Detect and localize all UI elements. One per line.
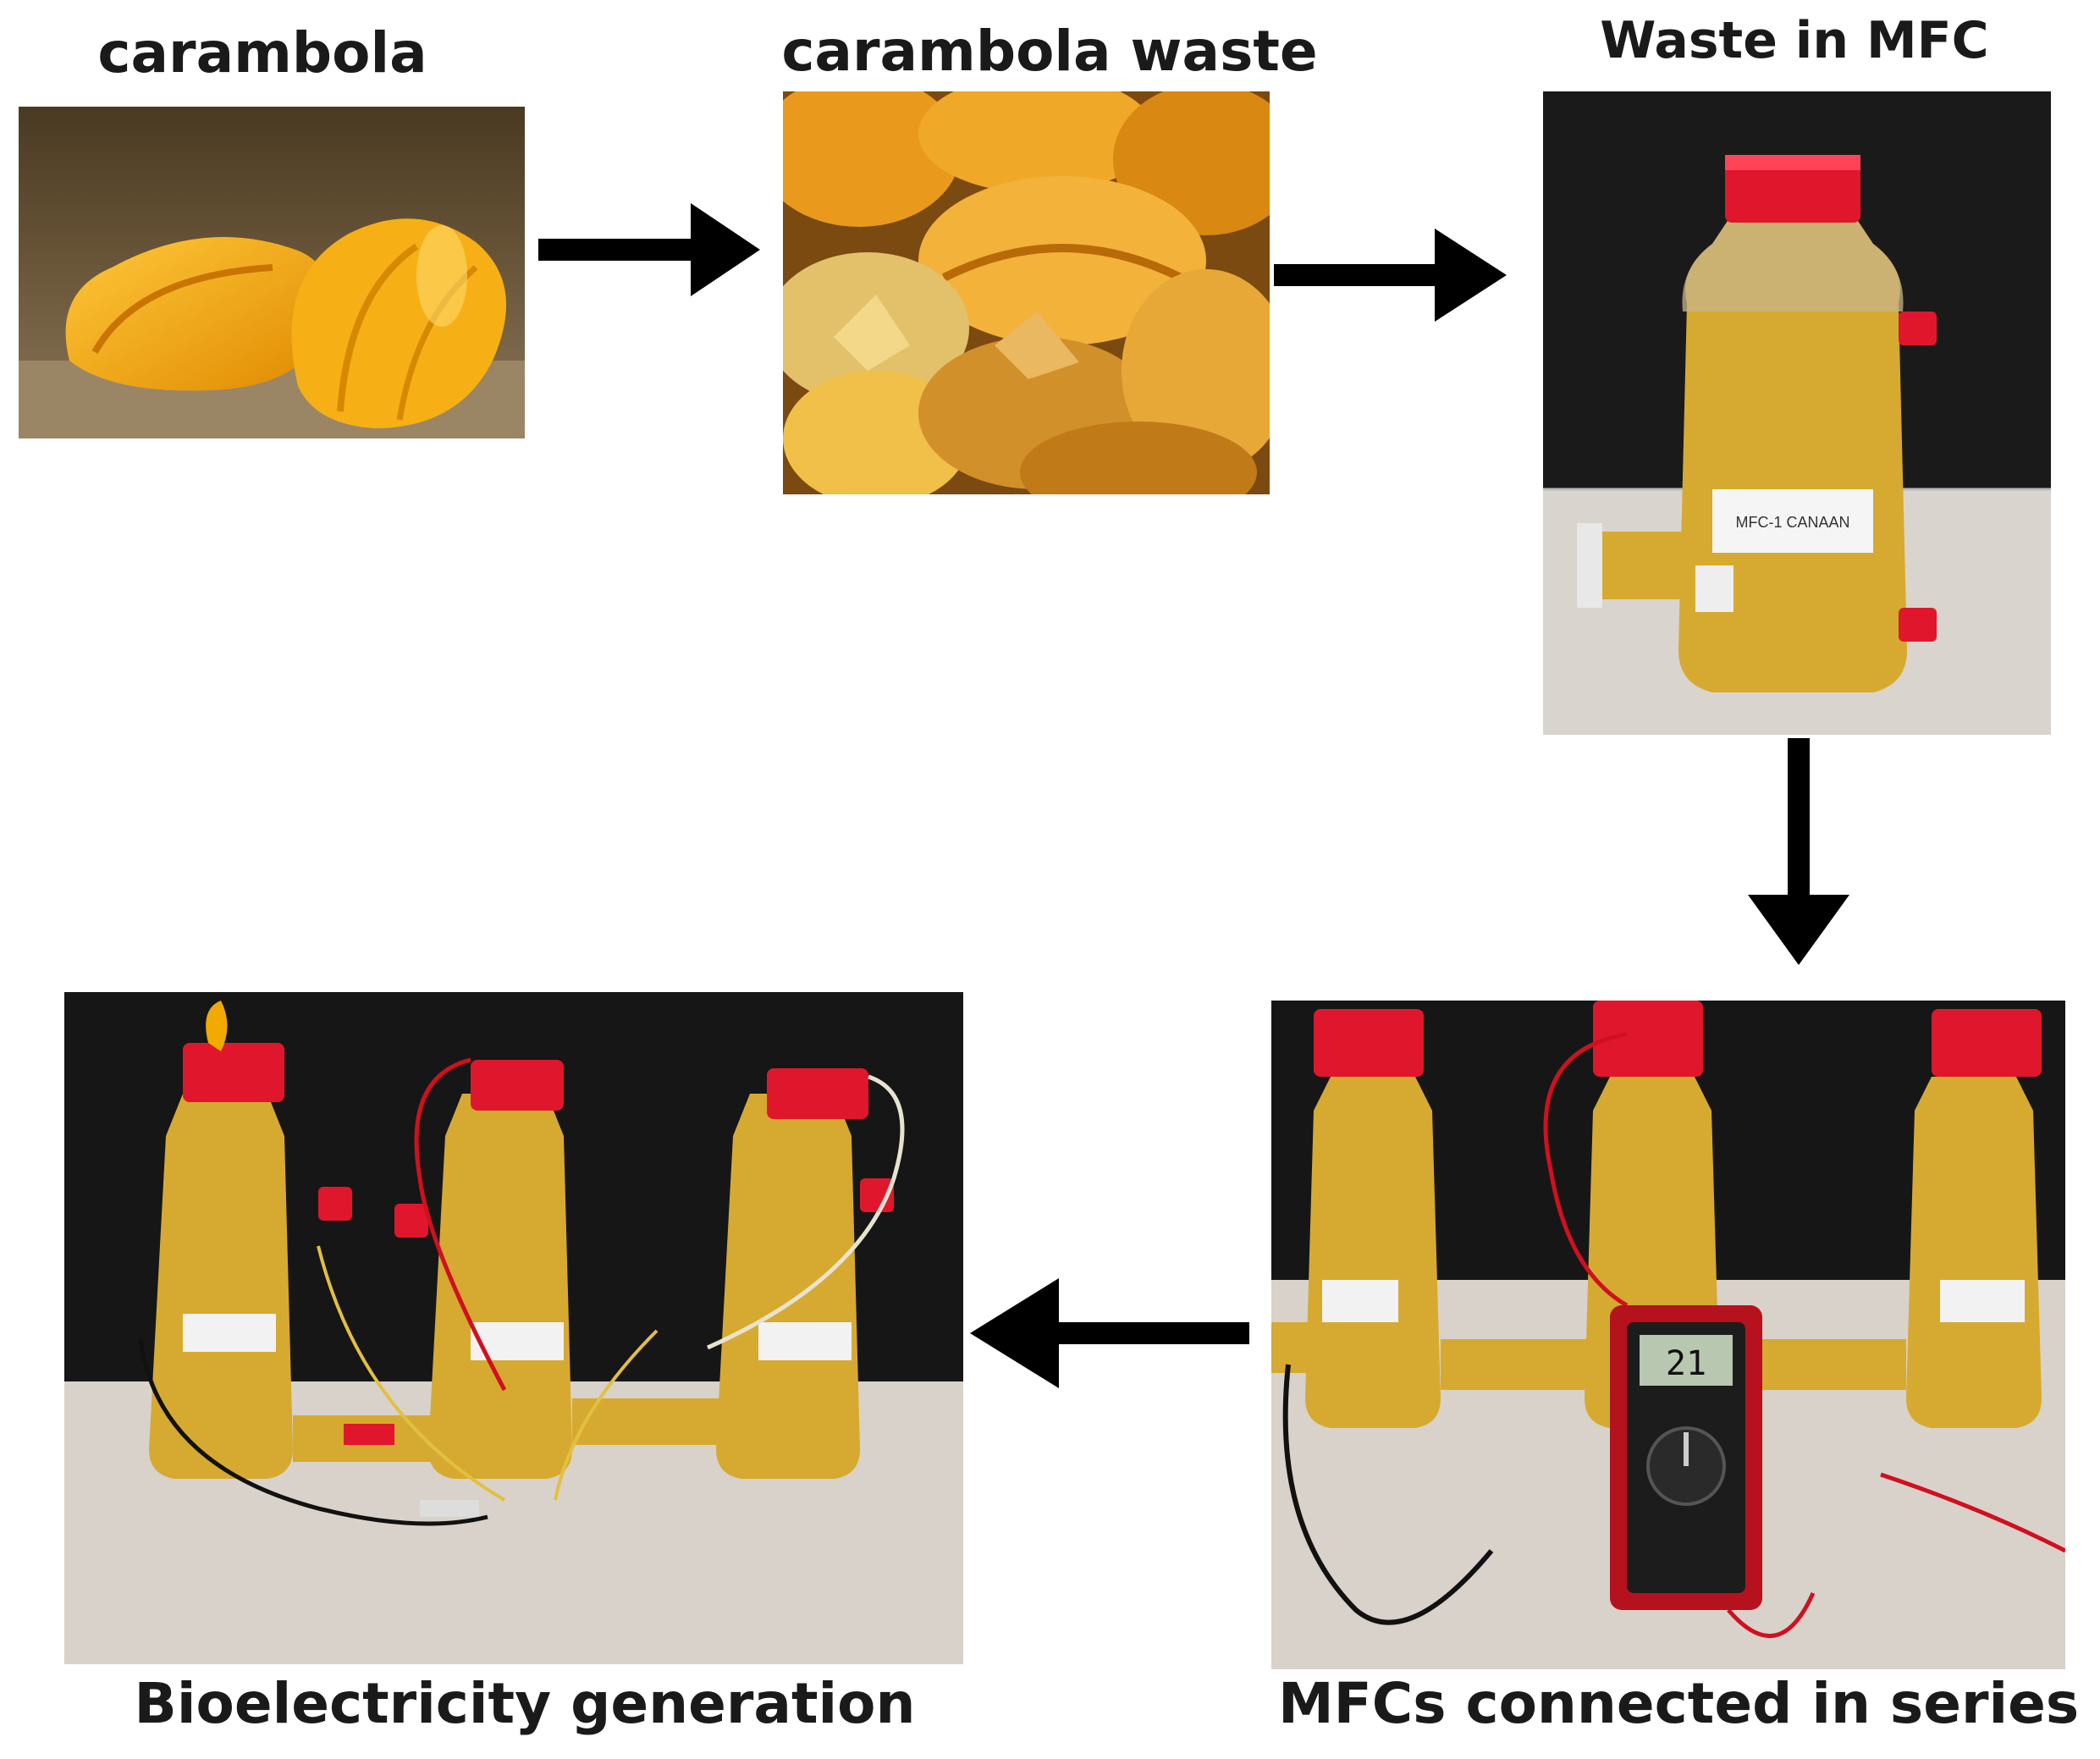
mfcs-series-label: MFCs connected in series xyxy=(1278,1671,2080,1736)
carambola-waste-photo xyxy=(783,91,1270,494)
waste-in-mfc-label: Waste in MFC xyxy=(1600,11,1989,70)
carambola-waste-label: carambola waste xyxy=(781,19,1318,84)
arrow-series-to-bioelectricity xyxy=(970,1278,1249,1388)
bottle-tag: MFC-1 CANAAN xyxy=(1735,514,1849,531)
carambola-label: carambola xyxy=(97,20,427,85)
carambola-photo xyxy=(19,107,525,438)
mfc-bottle-photo: MFC-1 CANAAN xyxy=(1543,91,2051,735)
arrow-waste-to-mfc xyxy=(1274,229,1507,322)
arrow-carambola-to-waste xyxy=(538,203,760,296)
multimeter-reading: 21 xyxy=(1666,1344,1706,1383)
arrow-mfc-to-series xyxy=(1748,738,1849,965)
bioelectricity-photo xyxy=(64,992,963,1664)
bioelectricity-label: Bioelectricity generation xyxy=(134,1671,916,1736)
mfcs-series-photo: 21 xyxy=(1271,1001,2065,1669)
